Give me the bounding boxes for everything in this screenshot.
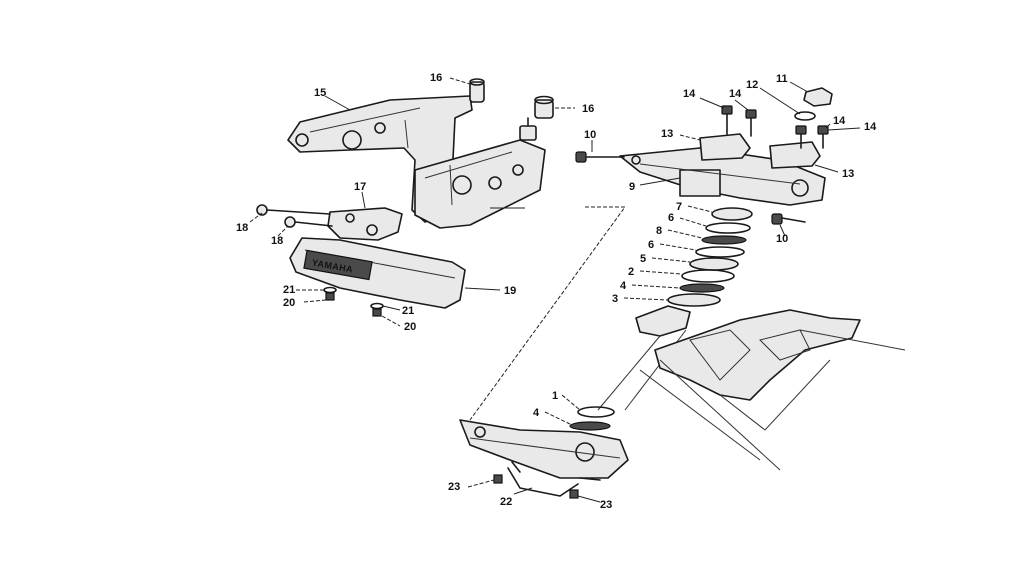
callout-23: 23 [600,499,612,511]
callout-11: 11 [776,73,788,85]
callout-14: 14 [833,115,846,127]
assembly-dashed-line [469,206,626,421]
callout-2: 2 [628,266,634,278]
part-10-bolts [575,151,806,225]
callout-4: 4 [620,280,627,292]
callout-9: 9 [629,181,635,193]
part-11-12-nut-washer [794,87,833,121]
callout-4: 4 [533,407,540,419]
lower-triple-clamp [459,419,629,479]
callout-18: 18 [271,235,283,247]
callout-10: 10 [776,233,788,245]
bearing-stack [667,207,753,307]
callout-10: 10 [584,129,596,141]
part-14-bolts [721,105,829,149]
main-bracket [414,139,546,229]
callout-22: 22 [500,496,512,508]
callout-13: 13 [842,168,854,180]
steering-stem-frame [597,305,906,471]
callout-16: 16 [582,103,594,115]
lower-bearings [569,406,615,431]
part-13-clamps [699,133,821,169]
callout-18: 18 [236,222,248,234]
callout-14: 14 [683,88,696,100]
callout-14: 14 [729,88,742,100]
callout-20: 20 [283,297,295,309]
callout-17: 17 [354,181,366,193]
leader-lines [249,77,861,503]
callout-21: 21 [402,305,414,317]
part-22-23-bracket-screws [493,461,601,499]
callout-15: 15 [314,87,326,99]
callout-14: 14 [864,121,877,133]
callout-labels: 16 16 15 17 18 18 19 21 20 21 20 10 9 13… [236,72,877,511]
callout-23: 23 [448,481,460,493]
part-16-bushing-right [519,95,554,141]
callout-16: 16 [430,72,442,84]
callout-19: 19 [504,285,516,297]
part-19-cover: YAMAHA [289,237,466,309]
callout-1: 1 [552,390,558,402]
callout-7: 7 [676,201,682,213]
callout-6: 6 [668,212,674,224]
callout-3: 3 [612,293,618,305]
callout-13: 13 [661,128,673,140]
callout-12: 12 [746,79,758,91]
callout-21: 21 [283,284,295,296]
part-17-plate [327,207,403,241]
callout-8: 8 [656,225,662,237]
part-16-bushing-left [469,78,485,103]
callout-6: 6 [648,239,654,251]
part-18-bolts [256,204,333,228]
callout-5: 5 [640,253,646,265]
callout-20: 20 [404,321,416,333]
